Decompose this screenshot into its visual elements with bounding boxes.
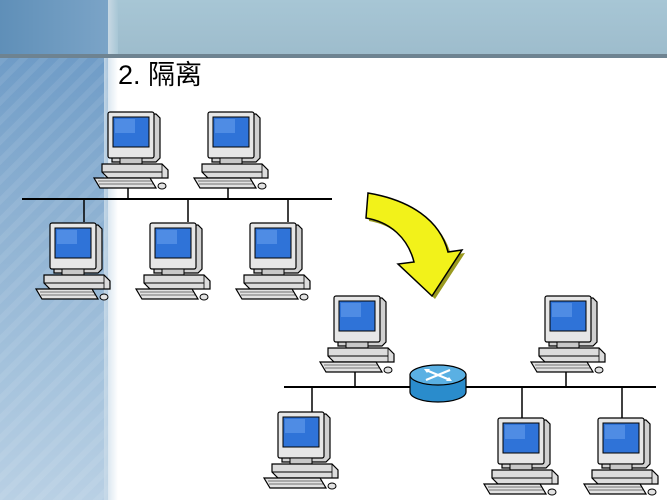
- desktop-computer-icon: [319, 295, 395, 374]
- title-divider: [0, 54, 667, 58]
- desktop-computer-icon: [530, 295, 606, 374]
- desktop-computer-icon: [93, 111, 169, 190]
- router-icon: [409, 364, 467, 403]
- desktop-computer-icon: [483, 417, 559, 496]
- desktop-computer-icon: [135, 222, 211, 301]
- desktop-computer-icon: [193, 111, 269, 190]
- desktop-computer-icon: [583, 417, 659, 496]
- title-band-accent: [0, 0, 108, 56]
- curved-arrow-icon: [365, 192, 465, 299]
- desktop-computer-icon: [235, 222, 311, 301]
- slide-title: 2. 隔离: [118, 60, 203, 90]
- desktop-computer-icon: [35, 222, 111, 301]
- title-band-fade: [108, 0, 118, 56]
- desktop-computer-icon: [263, 411, 339, 490]
- bottom-network: [263, 295, 659, 496]
- top-network: [22, 111, 332, 301]
